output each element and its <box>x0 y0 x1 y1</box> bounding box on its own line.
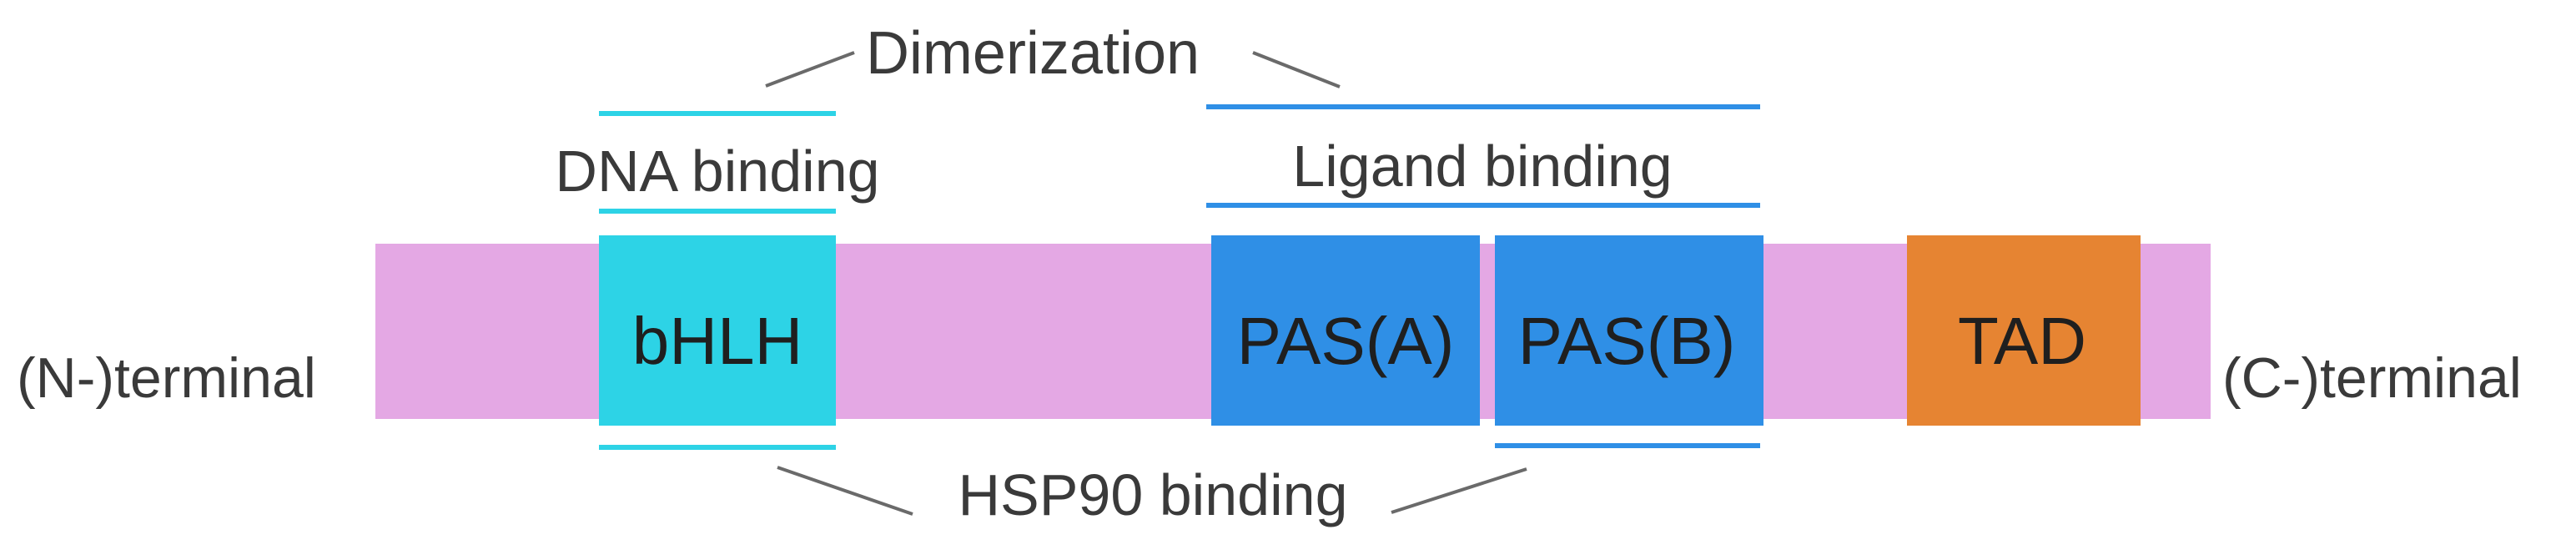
hsp90-binding-label: HSP90 binding <box>958 462 1348 527</box>
pas-a-label: PAS(A) <box>1237 304 1455 378</box>
hsp90-connector-right <box>1391 467 1527 514</box>
n-terminal-label: (N-)terminal <box>17 346 316 410</box>
c-terminal-label: (C-)terminal <box>2222 346 2522 410</box>
tad-label: TAD <box>1958 304 2086 378</box>
dimerization-connector-right <box>1252 51 1341 88</box>
dna-binding-bracket-top <box>599 111 836 116</box>
dna-binding-label: DNA binding <box>555 139 879 204</box>
pas-b-domain <box>1495 235 1763 426</box>
dna-binding-bracket-bottom <box>599 209 836 214</box>
tad-domain <box>1907 235 2141 426</box>
hsp90-connector-left <box>777 466 913 516</box>
dimerization-connector-left <box>765 51 855 88</box>
hsp90-bracket-pas-b <box>1495 443 1760 448</box>
pas-a-domain <box>1211 235 1480 426</box>
dimerization-label: Dimerization <box>866 20 1200 87</box>
pas-b-label: PAS(B) <box>1518 304 1736 378</box>
ligand-binding-bracket-bottom <box>1206 203 1760 208</box>
hsp90-bracket-bhlh <box>599 445 836 450</box>
bhlh-label: bHLH <box>632 304 803 378</box>
ligand-binding-label: Ligand binding <box>1292 134 1672 199</box>
bhlh-domain <box>599 235 836 426</box>
ligand-binding-bracket-top <box>1206 104 1760 109</box>
